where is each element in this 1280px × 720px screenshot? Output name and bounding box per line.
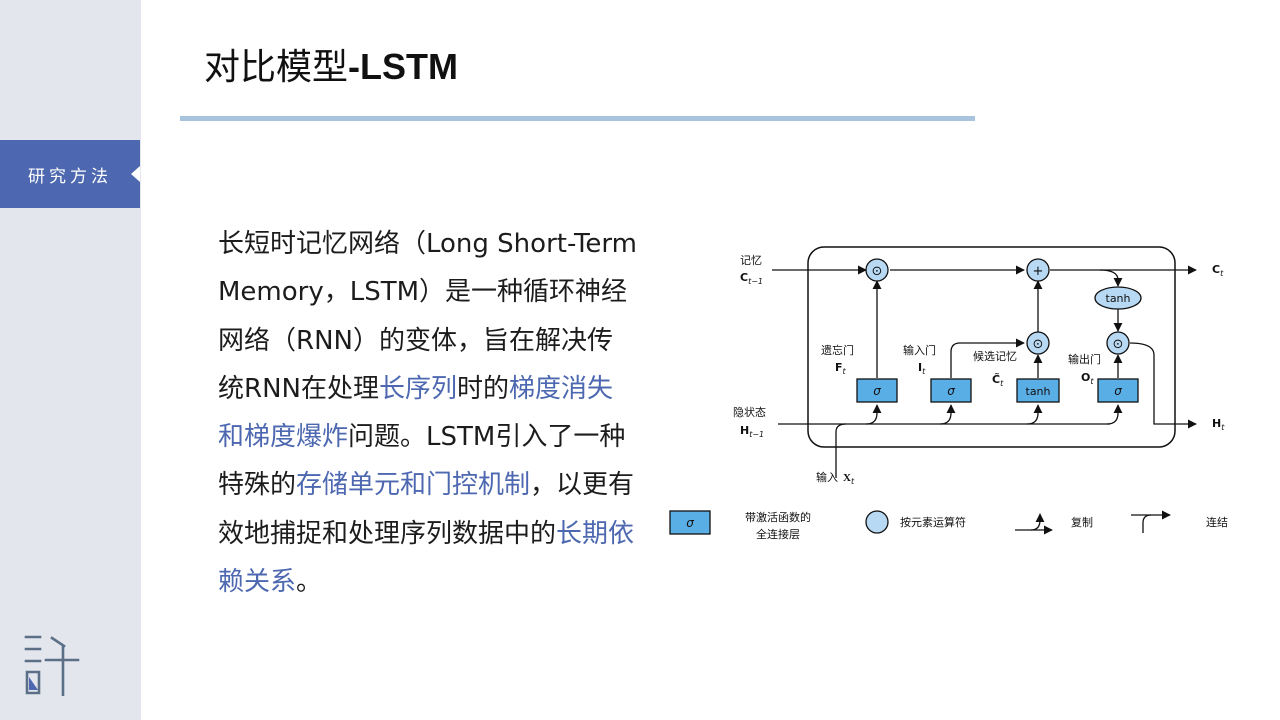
output-gate-sigma: σ	[1114, 384, 1122, 398]
body-text-3: 问题。LSTM引入了一种特殊的	[218, 422, 626, 501]
legend-fc-symbol	[669, 510, 711, 535]
legend-concat-icon	[1131, 510, 1171, 533]
highlight-long-sequence: 长序列	[378, 373, 457, 404]
sidebar: 研究方法	[0, 0, 141, 720]
legend-copy-icon	[1015, 513, 1053, 535]
body-text-1: 长短时记忆网络（Long Short-Term Memory，LSTM）是一种循…	[218, 229, 637, 404]
section-tab-research-methods[interactable]: 研究方法	[0, 140, 140, 208]
output-tanh-op: tanh	[1094, 286, 1142, 310]
body-text-4: ，以更有效地捕捉和处理序列数据中的	[218, 470, 635, 549]
body-text-2: 时的	[456, 373, 509, 404]
candidate-memory-var: C̃t	[992, 373, 1004, 388]
svg-text:tanh: tanh	[1106, 292, 1131, 305]
input-gate-box: σ	[930, 378, 972, 403]
candidate-memory-label: 候选记忆	[973, 349, 1017, 363]
svg-text:⊙: ⊙	[1033, 337, 1044, 352]
input-gate-var: It	[918, 361, 926, 376]
input-gate-label: 输入门	[903, 343, 936, 357]
hidden-state-var: Ht−1	[740, 424, 764, 439]
hidden-state-label: 隐状态	[733, 405, 766, 419]
forget-gate-sigma: σ	[873, 384, 881, 398]
title-divider	[180, 116, 975, 121]
memory-add-op: +	[1026, 258, 1050, 282]
section-tab-label: 研究方法	[28, 166, 112, 187]
candidate-tanh-box: tanh	[1016, 378, 1060, 403]
input-gate-sigma: σ	[947, 384, 955, 398]
page-title: 对比模型-LSTM	[204, 38, 458, 90]
output-gate-label: 输出门	[1068, 352, 1101, 366]
svg-text:⊙: ⊙	[872, 264, 883, 279]
memory-var: Ct−1	[740, 271, 763, 286]
svg-text:⊙: ⊙	[1113, 337, 1124, 352]
output-multiply-op: ⊙	[1106, 331, 1130, 355]
lstm-diagram: σ σ tanh σ ⊙ + ⊙ ⊙ tanh 记忆 Ct−1 隐状态 Ht−1…	[669, 246, 1228, 541]
forget-gate-label: 遗忘门	[821, 343, 854, 357]
lstm-cell-boundary	[807, 246, 1176, 448]
highlight-long-term-dependency: 长期依赖关系	[218, 518, 635, 598]
legend-concat-label: 连结	[1206, 516, 1228, 529]
highlight-gradient-problem: 梯度消失和梯度爆炸	[218, 373, 614, 453]
forget-gate-var: Ft	[835, 361, 847, 376]
legend-fc-sigma: σ	[686, 516, 694, 530]
body-text-5: 。	[296, 567, 323, 598]
legend: σ 带激活函数的 全连接层 按元素运算符 复制 连结	[669, 510, 1228, 541]
legend-op-label: 按元素运算符	[900, 515, 966, 529]
body-paragraph: 长短时记忆网络（Long Short-Term Memory，LSTM）是一种循…	[218, 220, 638, 606]
highlight-memory-gating: 存储单元和门控机制	[296, 470, 531, 501]
page-title-suffix: -LSTM	[348, 46, 458, 87]
svg-text:+: +	[1033, 264, 1044, 279]
output-gate-box: σ	[1097, 378, 1139, 403]
forget-multiply-op: ⊙	[865, 258, 889, 282]
page-title-prefix: 对比模型	[204, 47, 349, 88]
candidate-multiply-op: ⊙	[1026, 331, 1050, 355]
output-c-var: Ct	[1212, 263, 1224, 278]
legend-fc-label-line2: 全连接层	[756, 527, 800, 541]
output-gate-var: Ot	[1081, 371, 1094, 386]
output-h-var: Ht	[1212, 417, 1225, 432]
logo-icon	[24, 635, 80, 696]
candidate-tanh-label: tanh	[1026, 385, 1051, 398]
memory-label: 记忆	[740, 254, 762, 267]
legend-copy-label: 复制	[1071, 515, 1093, 529]
legend-fc-label-line1: 带激活函数的	[745, 510, 811, 524]
legend-op-circle	[865, 510, 889, 534]
forget-gate-box: σ	[856, 378, 898, 403]
